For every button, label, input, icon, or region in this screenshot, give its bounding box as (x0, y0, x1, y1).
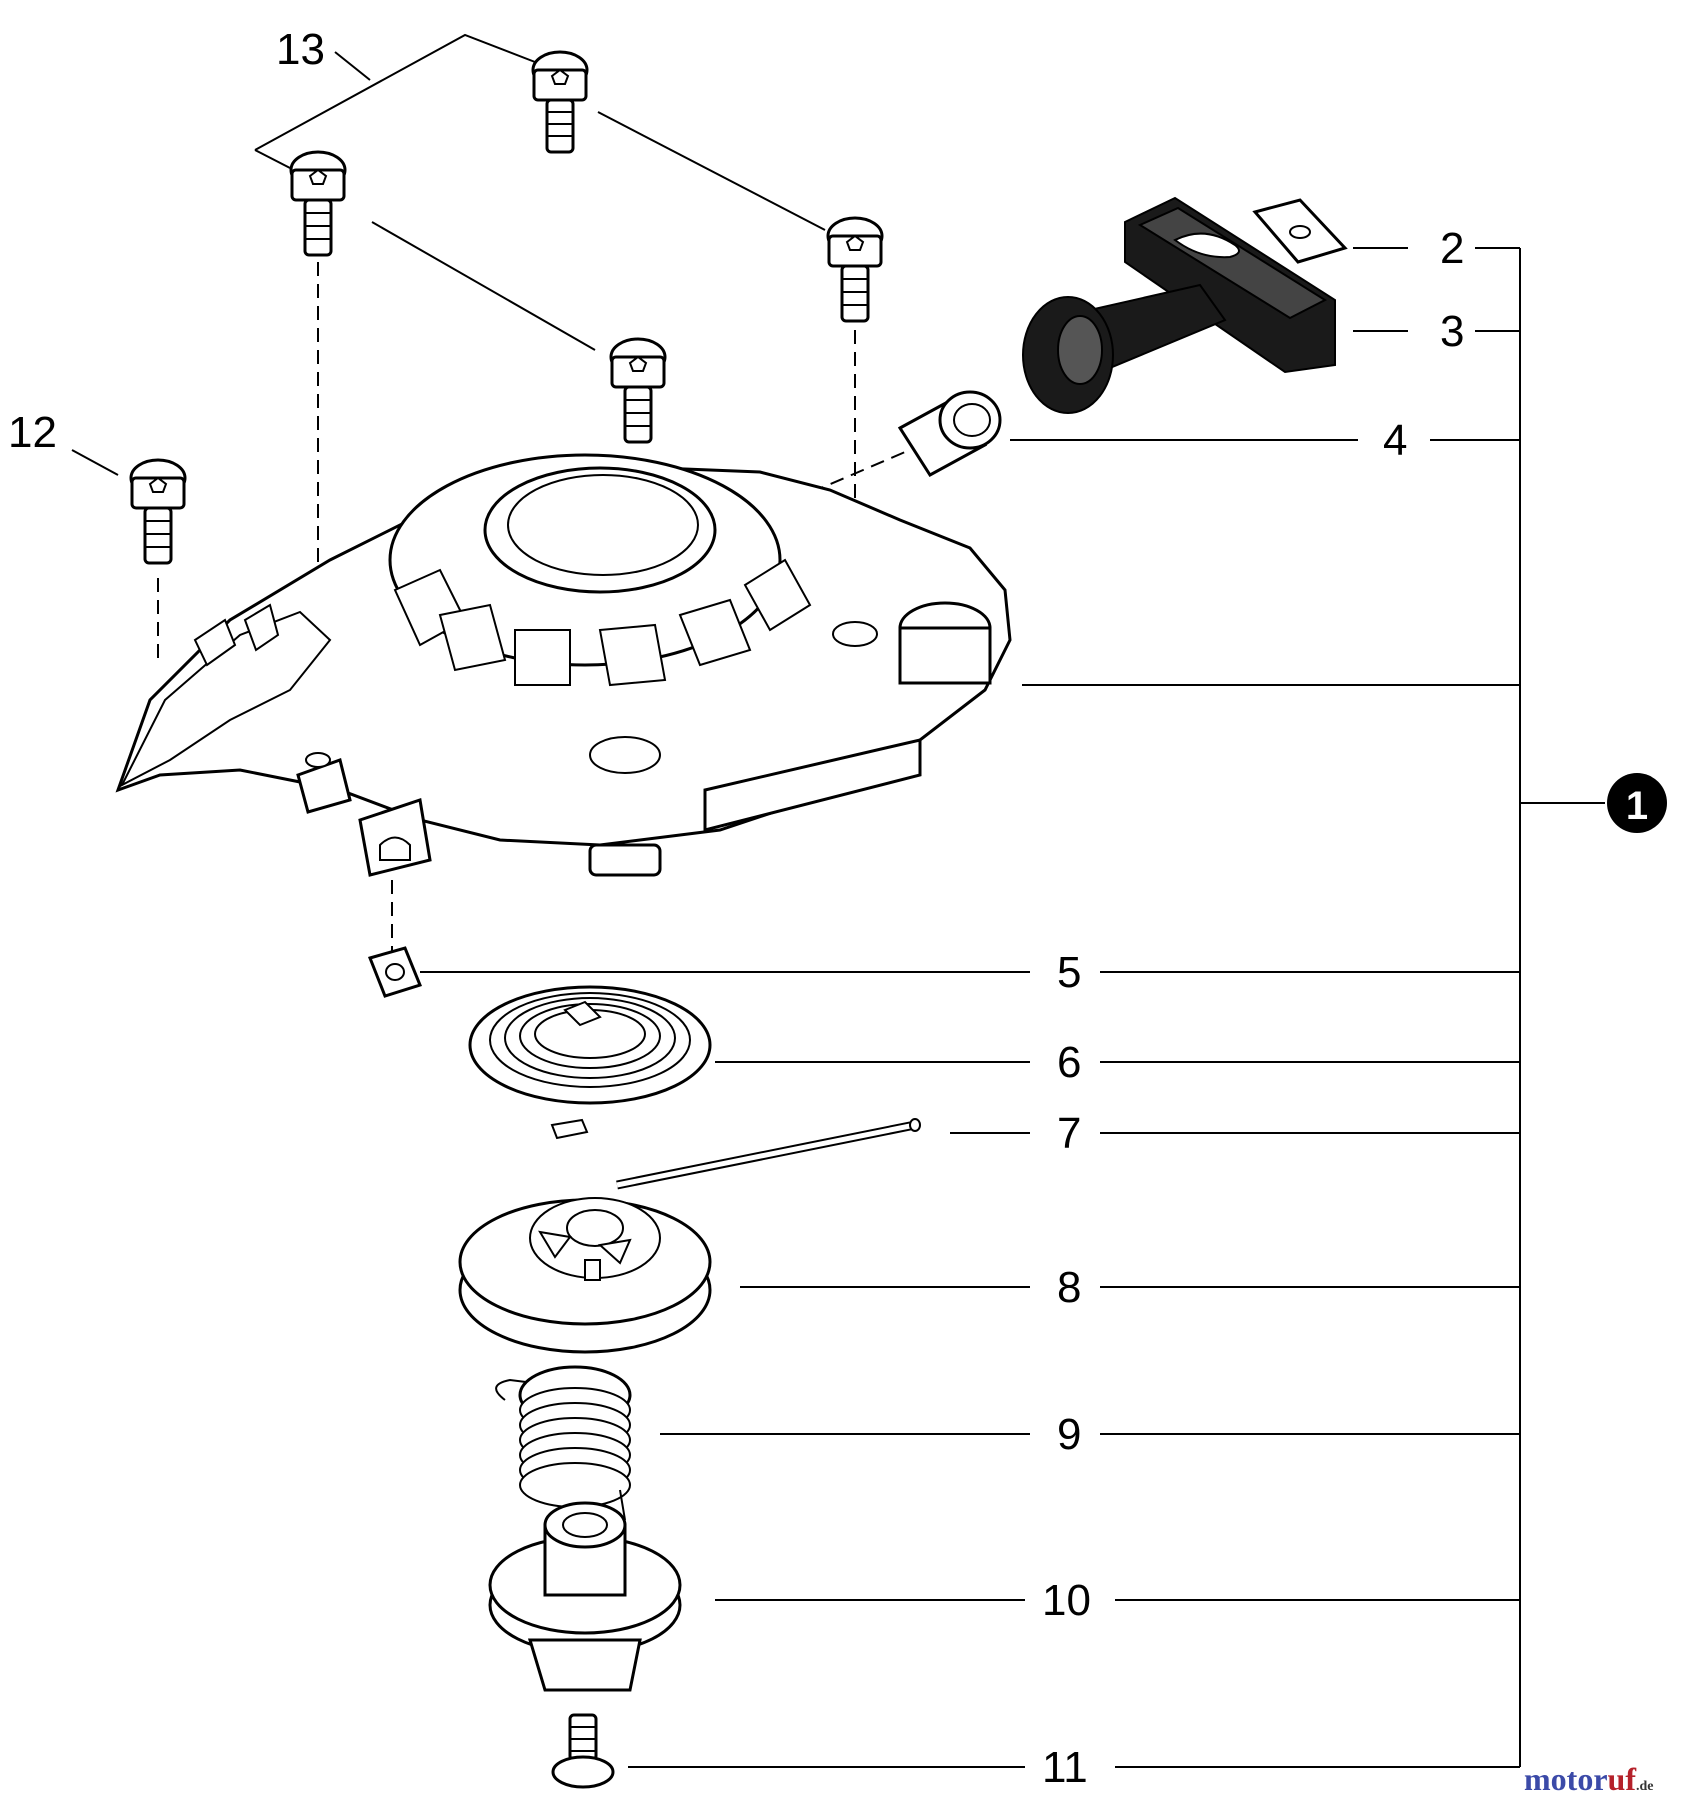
rope-pulley (458, 1197, 712, 1354)
watermark-motor: motor (1524, 1761, 1608, 1797)
callout-13: 13 (276, 25, 325, 74)
watermark-uf: uf (1608, 1761, 1637, 1797)
rope-plate (1252, 198, 1348, 264)
watermark: motoruf.de (1524, 1761, 1653, 1797)
callout-5: 5 (1057, 948, 1081, 997)
leader-bus (1022, 247, 1605, 1768)
bolt-11 (551, 1713, 615, 1789)
callout-12: 12 (8, 408, 57, 457)
bolt-13-left (289, 150, 347, 257)
bolt-13-right (826, 216, 884, 323)
bolt-13-top (531, 50, 589, 154)
square-nut (367, 946, 423, 998)
ratchet (488, 1501, 682, 1692)
callout-9: 9 (1057, 1410, 1081, 1459)
rope-bushing (897, 390, 1002, 477)
callout-1: 1 (1626, 784, 1648, 828)
bolt-13-middle (609, 337, 667, 444)
callout-4: 4 (1383, 416, 1407, 465)
callout-6: 6 (1057, 1038, 1081, 1087)
starter-handle (1022, 196, 1336, 414)
part-leaders (71, 33, 1408, 1768)
watermark-text: motoruf.de (1524, 1761, 1653, 1797)
callout-3: 3 (1440, 307, 1464, 356)
bolt-12 (129, 458, 187, 565)
callout-8: 8 (1057, 1263, 1081, 1312)
torsion-spring (495, 1365, 632, 1521)
starter-rope (616, 1118, 921, 1190)
assembly-marker (1607, 773, 1667, 833)
starter-housing (115, 453, 1012, 877)
callout-7: 7 (1057, 1109, 1081, 1158)
callout-labels: 2 3 4 5 6 7 8 9 10 11 12 13 1 (8, 25, 1667, 1792)
watermark-suffix: .de (1636, 1779, 1654, 1794)
callout-10: 10 (1042, 1576, 1091, 1625)
callout-11: 11 (1042, 1743, 1088, 1792)
callout-2: 2 (1440, 224, 1464, 273)
recoil-spring (468, 985, 712, 1140)
